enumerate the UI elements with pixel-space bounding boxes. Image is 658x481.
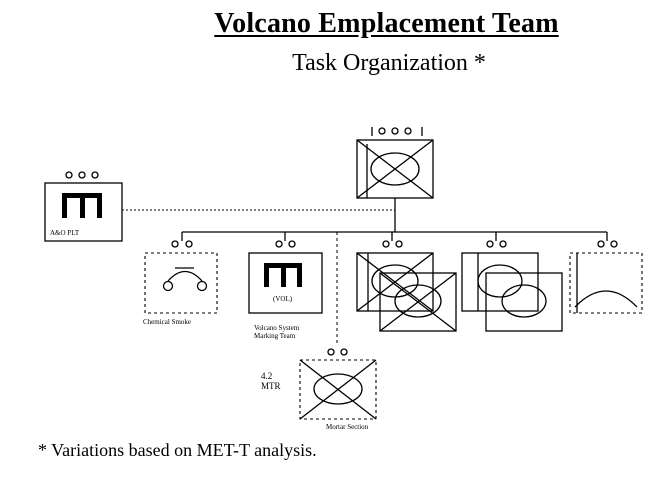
mortar-size-line2: MTR xyxy=(261,381,281,391)
page-title: Volcano Emplacement Team xyxy=(214,8,559,39)
mortar-section-label: Mortar Section xyxy=(326,423,369,431)
mortar-section-symbol xyxy=(299,348,377,420)
mortar-size-line1: 4.2 xyxy=(261,371,273,381)
marking-team-symbol xyxy=(248,240,323,314)
engineer-team-symbol xyxy=(461,240,563,332)
marking-team-inner-label: (VOL) xyxy=(273,295,293,303)
support-unit-symbol xyxy=(569,240,643,314)
aco-platoon-symbol xyxy=(44,171,123,242)
footnote: * Variations based on MET-T analysis. xyxy=(38,440,317,460)
hq-unit-symbol xyxy=(356,127,434,199)
engineer-section-symbol xyxy=(356,240,457,332)
hq-connector-lines xyxy=(181,198,608,241)
chemical-smoke-symbol xyxy=(144,240,218,314)
marking-team-label-line2: Marking Team xyxy=(254,332,296,340)
chemical-smoke-label: Chemical Smoke xyxy=(143,318,192,326)
page-subtitle: Task Organization * xyxy=(292,50,486,76)
aco-platoon-label: A&O PLT xyxy=(50,229,80,237)
marking-team-label-line1: Volcano System xyxy=(254,324,300,332)
